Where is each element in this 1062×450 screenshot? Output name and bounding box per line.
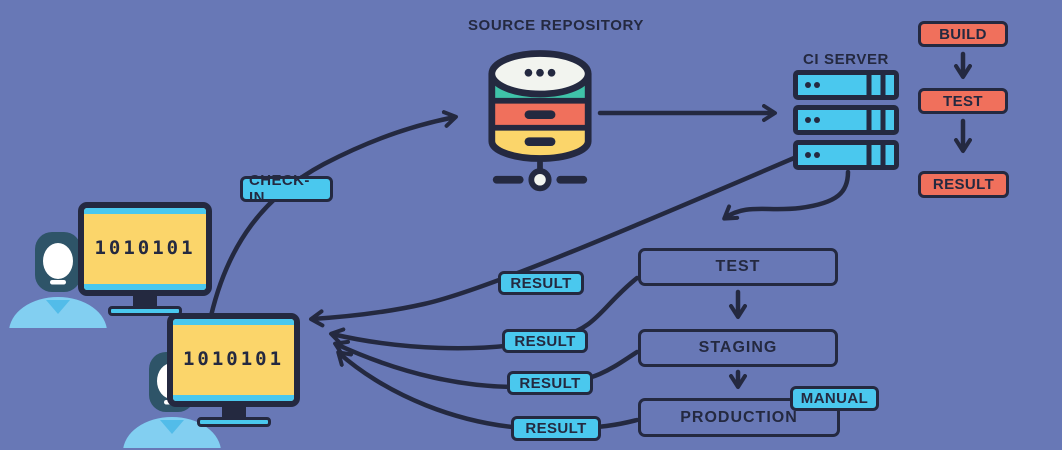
result-label-3: RESULT	[507, 371, 593, 395]
result-step-label: RESULT	[932, 176, 995, 193]
server-unit	[793, 105, 899, 135]
result-label-text: RESULT	[514, 332, 576, 350]
build-step-box: BUILD	[918, 21, 1008, 47]
server-unit	[793, 140, 899, 170]
database-icon	[488, 50, 592, 192]
monitor-stand-base	[108, 306, 182, 316]
monitor-stand-base	[196, 417, 271, 427]
check-in-label: CHECK-IN	[240, 172, 333, 206]
monitor-code-text: 1010101	[182, 348, 285, 370]
result-step-box: RESULT	[918, 171, 1009, 198]
monitor-icon: 1010101	[167, 313, 300, 427]
build-step-label: BUILD	[939, 25, 987, 43]
connector-server-to-monitor	[309, 155, 797, 328]
result-label-text: RESULT	[525, 420, 587, 437]
test-step-box: TEST	[918, 88, 1008, 114]
stage-production-box: PRODUCTION	[638, 398, 840, 437]
stage-staging-box: STAGING	[638, 329, 838, 367]
monitor-screen: 1010101	[78, 202, 212, 296]
source-repository-title: SOURCE REPOSITORY	[467, 17, 645, 34]
server-unit	[793, 70, 899, 100]
stage-test-label: TEST	[715, 258, 761, 275]
check-in-label-text: CHECK-IN	[249, 172, 310, 206]
result-label-text: RESULT	[510, 274, 572, 292]
monitor-code-text: 1010101	[94, 237, 196, 259]
connector-server-to-test	[722, 169, 851, 221]
server-stack-icon	[793, 70, 899, 170]
result-label-text: RESULT	[519, 374, 581, 392]
developer-avatar	[9, 232, 107, 328]
stage-production-label: PRODUCTION	[680, 408, 798, 426]
manual-label: MANUAL	[790, 386, 879, 411]
test-step-label: TEST	[943, 92, 983, 110]
ci-server-title: CI SERVER	[803, 51, 889, 68]
stage-test-box: TEST	[638, 248, 838, 286]
result-label-2: RESULT	[502, 329, 588, 353]
monitor-icon: 1010101	[78, 202, 212, 316]
monitor-screen: 1010101	[167, 313, 300, 407]
result-label-1: RESULT	[498, 271, 584, 295]
stage-staging-label: STAGING	[698, 339, 778, 356]
manual-label-text: MANUAL	[800, 390, 869, 407]
connector-checkin	[208, 110, 458, 319]
monitor-stand-neck	[221, 406, 246, 417]
result-label-4: RESULT	[511, 416, 601, 441]
monitor-stand-neck	[133, 295, 157, 306]
